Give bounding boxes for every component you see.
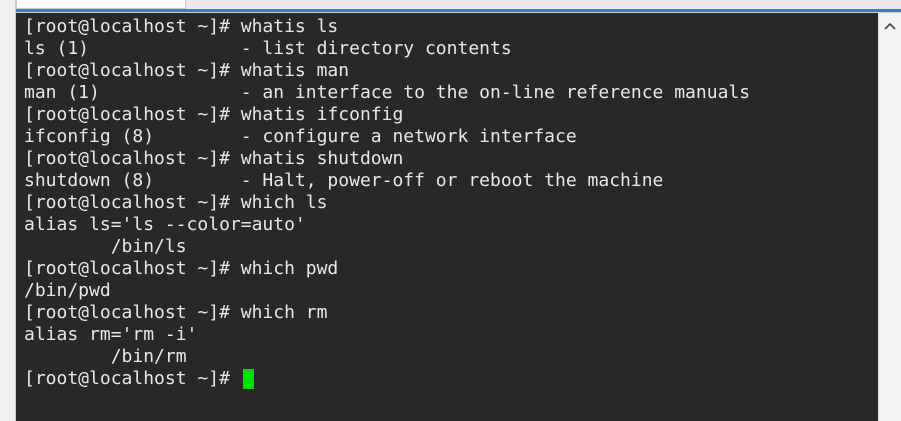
terminal-line: ls (1) - list directory contents (24, 38, 512, 59)
terminal-line: shutdown (8) - Halt, power-off or reboot… (24, 170, 664, 191)
terminal-line: /bin/pwd (24, 280, 111, 301)
terminal-line: alias ls='ls --color=auto' (24, 214, 306, 235)
chevron-up-icon (884, 22, 896, 30)
terminal-line: [root@localhost ~]# which ls (24, 192, 328, 213)
terminal-line: ifconfig (8) - configure a network inter… (24, 126, 577, 147)
terminal-line: [root@localhost ~]# which rm (24, 302, 328, 323)
terminal-line: [root@localhost ~]# whatis shutdown (24, 148, 404, 169)
terminal-prompt: [root@localhost ~]# (24, 368, 241, 389)
terminal-line: [root@localhost ~]# whatis ls (24, 16, 339, 37)
tab-active-session[interactable] (16, 0, 186, 9)
terminal-line: man (1) - an interface to the on-line re… (24, 82, 751, 103)
terminal-line: [root@localhost ~]# whatis ifconfig (24, 104, 404, 125)
terminal-line: [root@localhost ~]# whatis man (24, 60, 350, 81)
terminal-line: /bin/rm (24, 346, 187, 367)
terminal-line: [root@localhost ~]# which pwd (24, 258, 339, 279)
terminal-line: alias rm='rm -i' (24, 324, 198, 345)
vertical-scrollbar[interactable] (878, 13, 901, 421)
terminal-prompt-line[interactable]: [root@localhost ~]# (24, 368, 878, 390)
tab-accent-bar (16, 9, 901, 12)
terminal-cursor (242, 369, 254, 389)
scroll-up-button[interactable] (879, 17, 901, 35)
terminal-line: /bin/ls (24, 236, 187, 257)
left-gutter (0, 0, 16, 421)
terminal-output[interactable]: [root@localhost ~]# whatis ls ls (1) - l… (16, 13, 878, 421)
